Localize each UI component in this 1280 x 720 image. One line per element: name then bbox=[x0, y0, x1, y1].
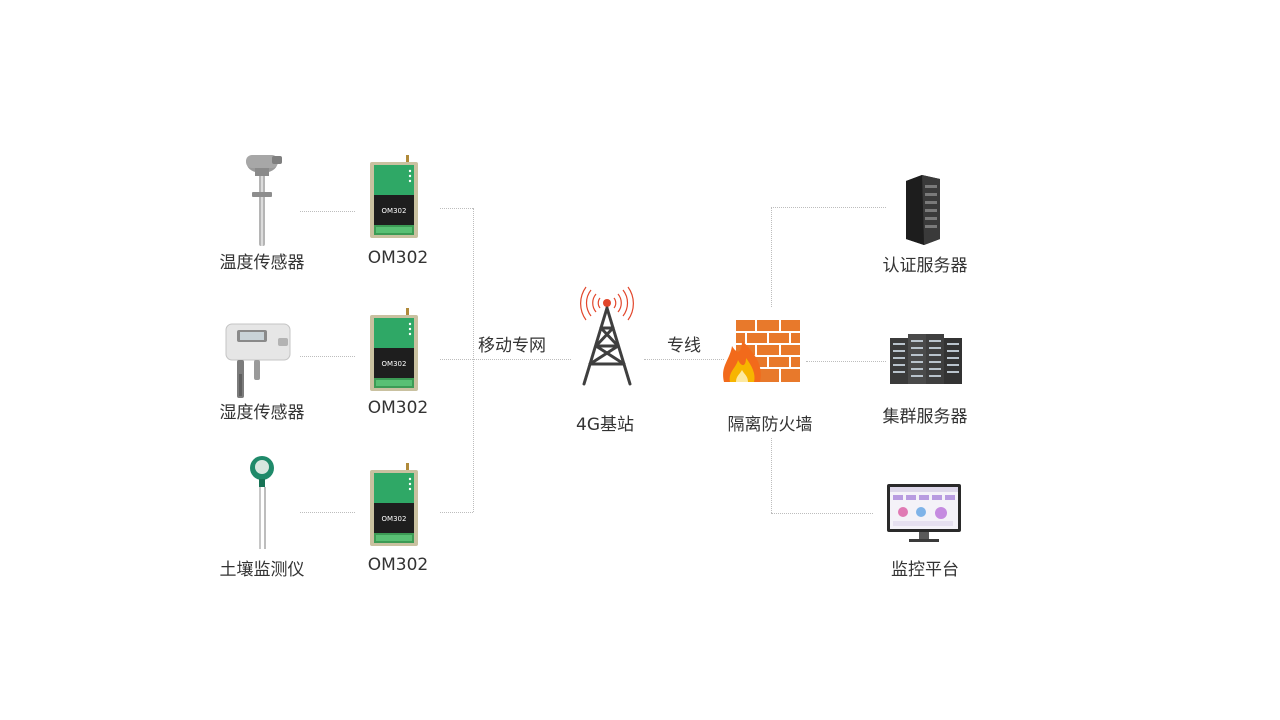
monitor-icon bbox=[885, 482, 963, 544]
server-label-auth: 认证服务器 bbox=[882, 256, 968, 276]
sensor-label-1: 温度传感器 bbox=[219, 253, 305, 273]
link-bus-auth-server bbox=[771, 207, 886, 208]
firewall-bus-up bbox=[771, 207, 772, 307]
link-tower-firewall bbox=[644, 359, 724, 360]
gateway-label-1: OM302 bbox=[367, 248, 429, 268]
link-gateway3-bus bbox=[440, 512, 473, 513]
gateway-face-text-2: OM302 bbox=[382, 360, 407, 368]
gateway-label-3: OM302 bbox=[367, 555, 429, 575]
link-label-mobile-network: 移动专网 bbox=[478, 336, 546, 356]
link-bus-tower bbox=[473, 359, 571, 360]
gateway-bus-vertical bbox=[473, 208, 474, 512]
firewall-bus-down bbox=[771, 438, 772, 513]
link-gateway2-bus bbox=[440, 359, 473, 360]
server-rack-icon bbox=[902, 173, 944, 247]
link-gateway1-bus bbox=[440, 208, 473, 209]
firewall-label: 隔离防火墙 bbox=[727, 415, 813, 435]
link-bus-monitor bbox=[771, 513, 873, 514]
base-station-label: 4G基站 bbox=[576, 415, 634, 435]
soil-probe-icon bbox=[244, 454, 280, 550]
server-cluster-icon bbox=[888, 332, 966, 386]
server-label-cluster: 集群服务器 bbox=[882, 407, 968, 427]
link-firewall-cluster bbox=[806, 361, 886, 362]
gateway-device-1: OM302 bbox=[368, 155, 420, 243]
gateway-label-2: OM302 bbox=[367, 398, 429, 418]
humidity-sensor-icon bbox=[223, 322, 293, 400]
sensor-label-3: 土壤监测仪 bbox=[219, 560, 305, 580]
server-label-monitor: 监控平台 bbox=[891, 560, 959, 580]
gateway-face-text-3: OM302 bbox=[382, 515, 407, 523]
sensor-label-2: 湿度传感器 bbox=[219, 403, 305, 423]
link-sensor2-gateway2 bbox=[300, 356, 355, 357]
link-sensor3-gateway3 bbox=[300, 512, 355, 513]
link-label-dedicated-line: 专线 bbox=[667, 336, 701, 356]
gateway-face-text-1: OM302 bbox=[382, 207, 407, 215]
cell-tower-icon bbox=[574, 286, 640, 388]
temperature-probe-icon bbox=[238, 150, 286, 246]
firewall-icon bbox=[720, 316, 804, 386]
link-sensor1-gateway1 bbox=[300, 211, 355, 212]
gateway-device-2: OM302 bbox=[368, 308, 420, 396]
gateway-device-3: OM302 bbox=[368, 463, 420, 551]
